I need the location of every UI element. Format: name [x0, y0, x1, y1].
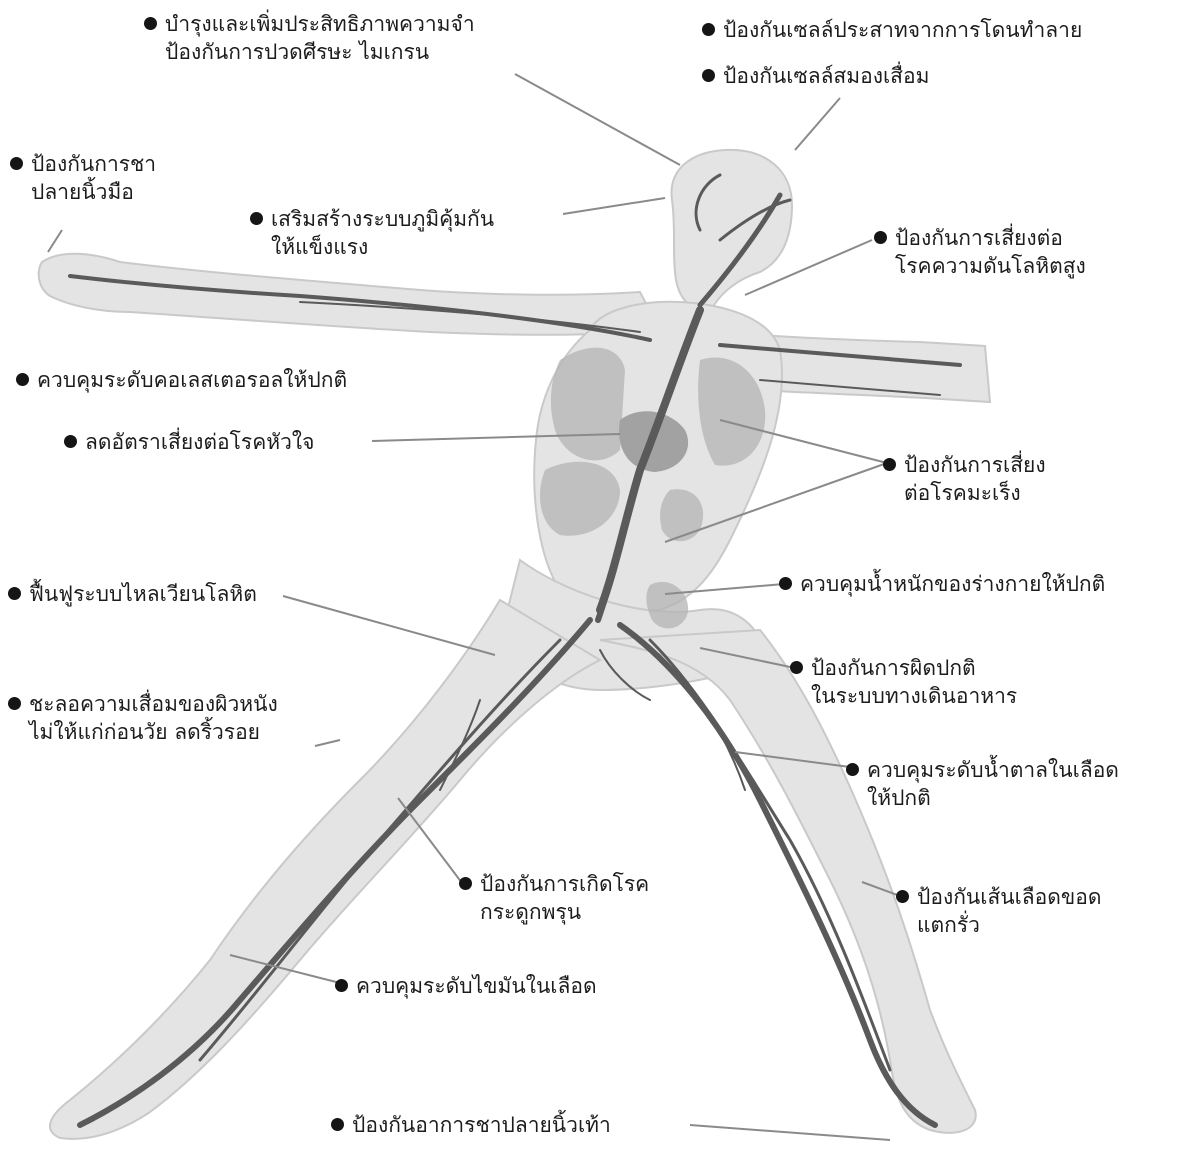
bullet-icon	[8, 697, 21, 710]
stomach	[660, 489, 703, 541]
annotation-hypertension: ป้องกันการเสี่ยงต่อ โรคความดันโลหิตสูง	[874, 224, 1086, 280]
bullet-icon	[144, 17, 157, 30]
annotation-finger-numbness: ป้องกันการชา ปลายนิ้วมือ	[10, 150, 156, 206]
bullet-icon	[702, 23, 715, 36]
bullet-icon	[883, 458, 896, 471]
bullet-icon	[846, 763, 859, 776]
bullet-icon	[8, 587, 21, 600]
bullet-icon	[790, 661, 803, 674]
bullet-icon	[10, 157, 23, 170]
annotation-osteoporosis: ป้องกันการเกิดโรค กระดูกพรุน	[459, 870, 649, 926]
bullet-icon	[896, 890, 909, 903]
bullet-icon	[779, 577, 792, 590]
annotation-toe-numbness: ป้องกันอาการชาปลายนิ้วเท้า	[331, 1111, 611, 1139]
annotation-digestion: ป้องกันการผิดปกติ ในระบบทางเดินอาหาร	[790, 654, 1017, 710]
annotation-immunity: เสริมสร้างระบบภูมิคุ้มกัน ให้แข็งแรง	[250, 205, 494, 261]
annotation-capillaries: ป้องกันเส้นเลือดขอด แตกรั่ว	[896, 883, 1102, 939]
annotation-skin: ชะลอความเสื่อมของผิวหนัง ไม่ให้แก่ก่อนวั…	[8, 690, 278, 746]
bullet-icon	[702, 69, 715, 82]
bullet-icon	[64, 435, 77, 448]
annotation-nerve-cells: ป้องกันเซลล์ประสาทจากการโดนทำลาย	[702, 16, 1082, 44]
annotation-brain-cells: ป้องกันเซลล์สมองเสื่อม	[702, 62, 929, 90]
bullet-icon	[335, 979, 348, 992]
annotation-cholesterol: ควบคุมระดับคอเลสเตอรอลให้ปกติ	[16, 366, 347, 394]
bullet-icon	[459, 877, 472, 890]
bullet-icon	[250, 212, 263, 225]
bullet-icon	[16, 373, 29, 386]
annotation-heart: ลดอัตราเสี่ยงต่อโรคหัวใจ	[64, 428, 314, 456]
annotation-memory: บำรุงและเพิ่มประสิทธิภาพความจำ ป้องกันกา…	[144, 10, 475, 66]
annotation-cancer: ป้องกันการเสี่ยง ต่อโรคมะเร็ง	[883, 451, 1046, 507]
annotation-blood-fat: ควบคุมระดับไขมันในเลือด	[335, 972, 597, 1000]
annotation-blood-sugar: ควบคุมระดับน้ำตาลในเลือด ให้ปกติ	[846, 756, 1119, 812]
annotation-circulation: ฟื้นฟูระบบไหลเวียนโลหิต	[8, 580, 257, 608]
bullet-icon	[874, 231, 887, 244]
bullet-icon	[331, 1118, 344, 1131]
annotation-weight: ควบคุมน้ำหนักของร่างกายให้ปกติ	[779, 570, 1105, 598]
